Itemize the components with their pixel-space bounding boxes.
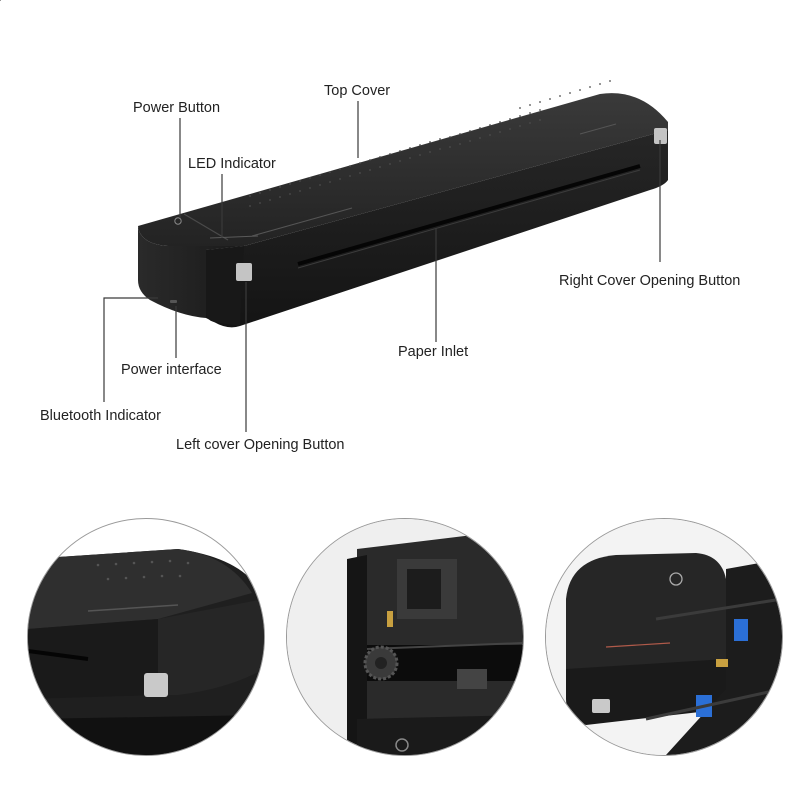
left-cover-button-shape: [236, 263, 252, 281]
power-button-shape: [174, 217, 182, 225]
led-indicator-label: LED Indicator: [188, 156, 276, 172]
power-port-shape: [170, 300, 177, 303]
paper-inlet-label: Paper Inlet: [398, 344, 469, 360]
top-cover-surface: [138, 93, 668, 246]
power-button-label: Power Button: [133, 100, 221, 116]
roller-closeup-illustration: [287, 519, 523, 755]
leader-lines: [103, 101, 661, 432]
open-cover-closeup-illustration: [546, 519, 782, 755]
left-cover-opening-button-label: Left cover Opening Button: [176, 437, 345, 453]
right-cover-button-shape: [654, 128, 667, 144]
left-end-block: [138, 226, 244, 318]
top-cover-grille: [0, 0, 611, 207]
detail-view-open-cover: [545, 518, 783, 756]
right-cover-opening-button-label: Right Cover Opening Button: [559, 273, 741, 289]
bluetooth-indicator-label: Bluetooth Indicator: [40, 408, 161, 424]
paper-inlet-slot: [297, 164, 641, 266]
detail-view-left-end: [27, 518, 265, 756]
left-end-closeup-illustration: [28, 549, 264, 755]
detail-view-internal-roller: [286, 518, 524, 756]
top-cover-label: Top Cover: [324, 83, 391, 99]
power-interface-label: Power interface: [121, 362, 222, 378]
